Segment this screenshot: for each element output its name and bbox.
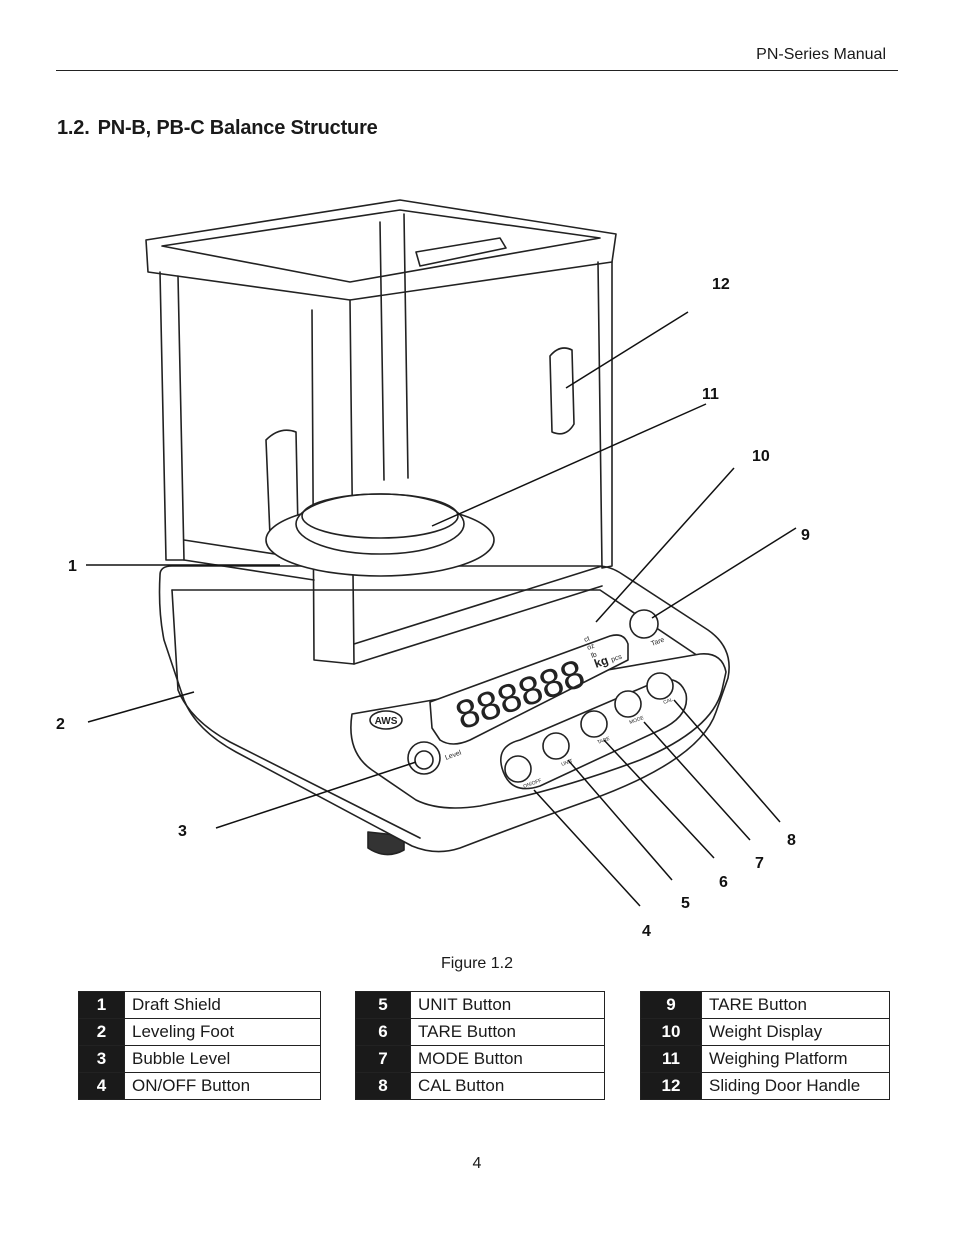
draft-shield-back-post — [379, 221, 385, 481]
callout-12: 12 — [712, 276, 730, 293]
legend-number: 10 — [640, 1018, 702, 1046]
legend-number: 7 — [355, 1045, 411, 1073]
legend-label: ON/OFF Button — [124, 1072, 321, 1100]
legend-label: Leveling Foot — [124, 1018, 321, 1046]
legend-number: 5 — [355, 991, 411, 1019]
legend-number: 1 — [78, 991, 125, 1019]
unit-kg: kg — [592, 653, 610, 671]
legend-label: CAL Button — [410, 1072, 605, 1100]
draft-shield-left-post — [159, 271, 185, 561]
legend-number: 9 — [640, 991, 702, 1019]
aws-badge — [369, 710, 403, 730]
legend-label: Sliding Door Handle — [701, 1072, 890, 1100]
bubble-level-shape — [407, 741, 441, 775]
manual-title: PN-Series Manual — [756, 46, 886, 63]
draft-shield-right-post — [597, 261, 613, 569]
header-rule — [56, 70, 898, 71]
legend-label: MODE Button — [410, 1045, 605, 1073]
balance-figure: AWS Level Tare 888888 ct oz lb kg pcs ON… — [56, 199, 810, 940]
legend-number: 4 — [78, 1072, 125, 1100]
callout-8: 8 — [787, 832, 796, 849]
callout-7: 7 — [755, 855, 764, 872]
callout-10: 10 — [752, 448, 770, 465]
legend-number: 8 — [355, 1072, 411, 1100]
section-title: PN-B, PB-C Balance Structure — [97, 117, 378, 139]
aws-brand-text: AWS — [375, 716, 398, 727]
callout-9: 9 — [801, 527, 810, 544]
legend-number: 11 — [640, 1045, 702, 1073]
tare-side-label: Tare — [650, 637, 665, 648]
section-heading: 1.2. PN-B, PB-C Balance Structure — [57, 117, 378, 140]
callout-5: 5 — [681, 895, 690, 912]
weighing-platform — [295, 493, 465, 555]
display-window — [429, 634, 629, 745]
legend-label: UNIT Button — [410, 991, 605, 1019]
figure-caption: Figure 1.2 — [440, 955, 514, 972]
unit-button-shape — [542, 732, 570, 760]
callout-4: 4 — [642, 923, 651, 940]
callout-2: 2 — [56, 716, 65, 733]
callout-1: 1 — [68, 558, 77, 575]
cal-button-shape — [646, 672, 674, 700]
legend-number: 12 — [640, 1072, 702, 1100]
callout-3: 3 — [178, 823, 187, 840]
unit-oz: oz — [586, 643, 596, 652]
legend-label: Draft Shield — [124, 991, 321, 1019]
tare-button-shape — [580, 710, 608, 738]
unit-lb: lb — [590, 651, 598, 659]
legend-label: Bubble Level — [124, 1045, 321, 1073]
legend-number: 3 — [78, 1045, 125, 1073]
callout-11: 11 — [702, 386, 719, 403]
onoff-button-shape — [504, 755, 532, 783]
legend-label: TARE Button — [410, 1018, 605, 1046]
legend-label: Weight Display — [701, 1018, 890, 1046]
legend-number: 6 — [355, 1018, 411, 1046]
page-number: 4 — [472, 1155, 482, 1172]
legend-label: TARE Button — [701, 991, 890, 1019]
mode-label: MODE — [629, 715, 646, 726]
draft-shield-front-post — [311, 299, 355, 665]
sliding-door-handle-right — [549, 347, 575, 435]
sliding-door-handle-back — [415, 237, 507, 267]
unit-pcs: pcs — [610, 653, 623, 663]
legend-number: 2 — [78, 1018, 125, 1046]
unit-ct: ct — [583, 635, 591, 643]
cal-label: CAL — [663, 697, 674, 706]
tare-button-side-shape — [629, 609, 659, 639]
unit-label: UNIT — [561, 758, 574, 768]
callout-6: 6 — [719, 874, 728, 891]
mode-button-shape — [614, 690, 642, 718]
legend-label: Weighing Platform — [701, 1045, 890, 1073]
section-number: 1.2. — [57, 117, 90, 139]
